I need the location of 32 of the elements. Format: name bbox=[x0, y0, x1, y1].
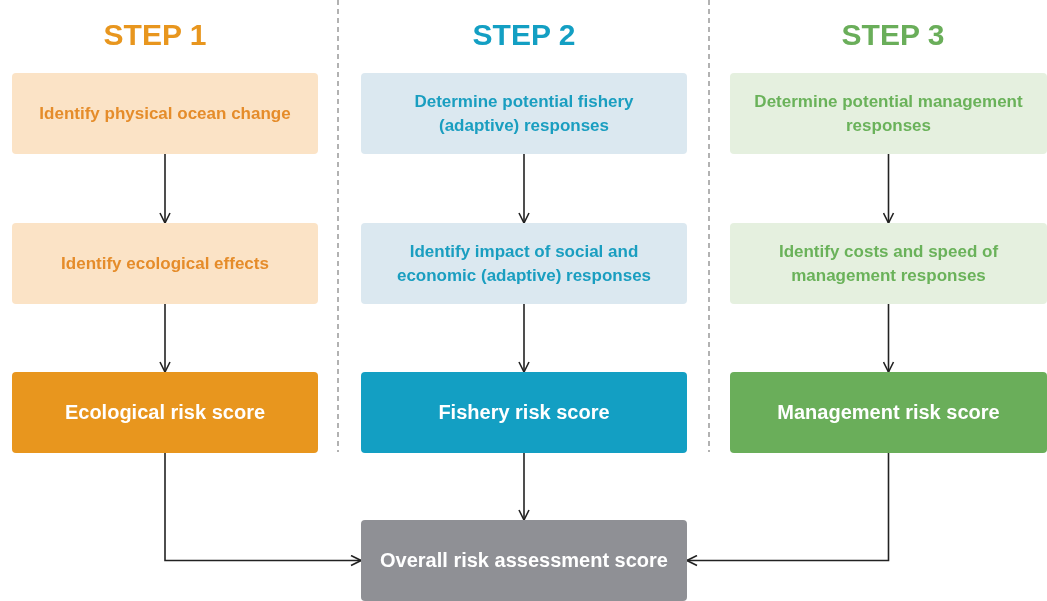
box-text: Management risk score bbox=[777, 400, 1000, 425]
arrow bbox=[159, 153, 171, 224]
arrow bbox=[882, 303, 895, 373]
process-box bbox=[730, 73, 1047, 154]
process-box bbox=[730, 223, 1047, 304]
arrow bbox=[882, 153, 895, 224]
arrow bbox=[518, 153, 530, 224]
box-text: Identify impact of social and economic (adaptive) responses bbox=[395, 241, 653, 287]
step-heading: STEP 2 bbox=[472, 17, 576, 53]
arrow bbox=[686, 452, 890, 567]
step-heading: STEP 3 bbox=[841, 17, 945, 53]
process-box bbox=[12, 73, 318, 154]
box-text: Identify physical ocean change bbox=[39, 102, 291, 125]
process-box bbox=[361, 223, 687, 304]
score-box bbox=[12, 372, 318, 453]
box-text: Identify ecological effects bbox=[61, 252, 269, 275]
overall-score-box bbox=[361, 520, 687, 601]
score-box bbox=[730, 372, 1047, 453]
score-box bbox=[361, 372, 687, 453]
arrow bbox=[164, 452, 362, 567]
box-text: Ecological risk score bbox=[64, 400, 266, 425]
box-text: Fishery risk score bbox=[438, 400, 610, 425]
process-box bbox=[361, 73, 687, 154]
arrow bbox=[159, 303, 171, 373]
box-text: Overall risk assessment score bbox=[380, 548, 668, 573]
process-box bbox=[12, 223, 318, 304]
box-text: Determine potential management responses bbox=[753, 91, 1024, 137]
step-heading: STEP 1 bbox=[103, 17, 207, 53]
box-text: Determine potential fishery (adaptive) responses bbox=[413, 91, 635, 137]
arrow bbox=[518, 303, 530, 373]
box-text: Identify costs and speed of management responses bbox=[777, 241, 1000, 287]
arrow bbox=[518, 452, 530, 521]
